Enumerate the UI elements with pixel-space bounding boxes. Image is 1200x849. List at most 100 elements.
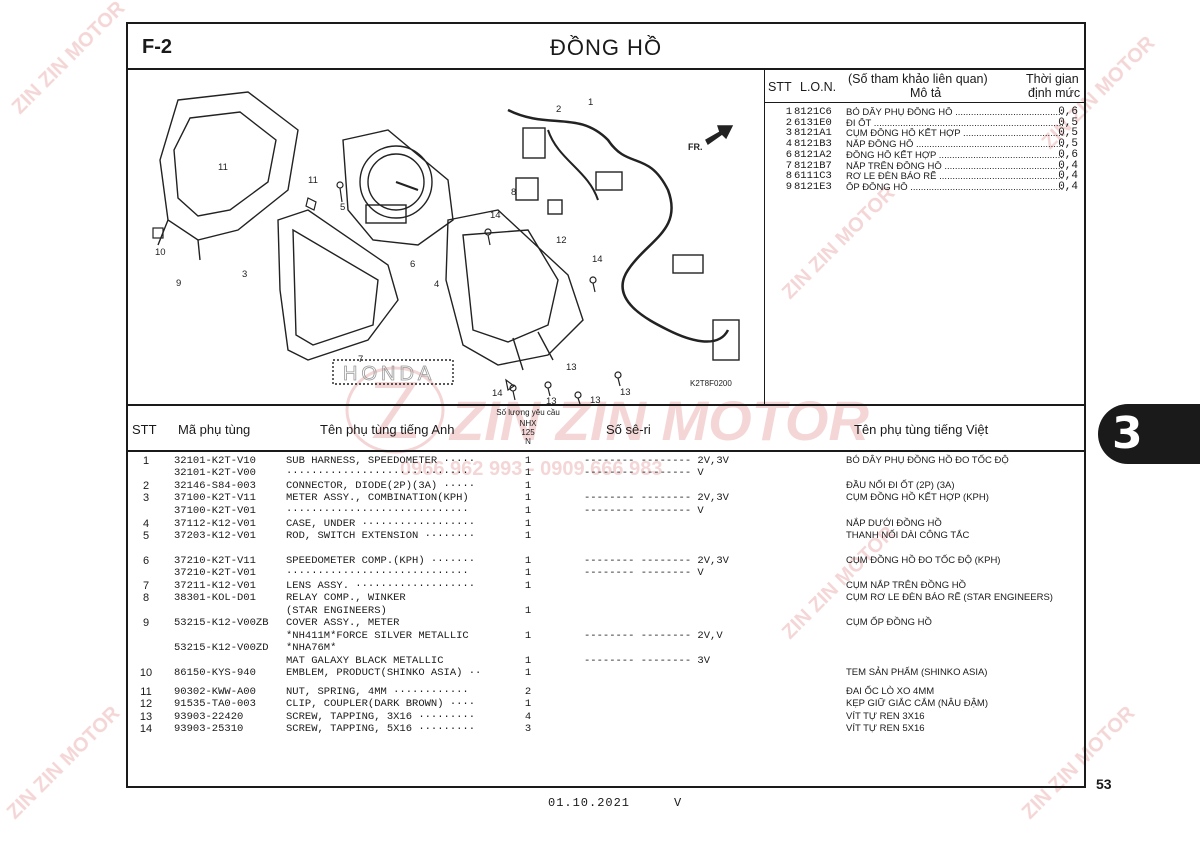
cell-stt: 9: [142, 617, 150, 629]
labor-reference-table: STT L.O.N. (Số tham khảo liên quan) Mô t…: [764, 70, 1084, 404]
cell-name-vn: CỤM NẮP TRÊN ĐỒNG HỒ: [846, 580, 966, 591]
cell-part-no: 91535-TA0-003: [174, 698, 256, 710]
col-header-serial: Số sê-ri: [606, 422, 651, 437]
cell-name-en: CONNECTOR, DIODE(2P)(3A) ·····: [286, 480, 476, 492]
ref-stt: 3: [785, 127, 792, 140]
cell-stt: 2: [142, 480, 150, 492]
under-case-drawing: [445, 209, 584, 371]
cell-qty: 1: [524, 580, 532, 592]
table-row: 3 37100-K2T-V11 METER ASSY., COMBINATION(K…: [128, 492, 1084, 504]
callout-7: 7: [358, 354, 363, 365]
speedometer-drawing: [342, 129, 454, 246]
ref-time: 0,5: [1058, 116, 1078, 129]
diagram-drawing: 1 2 3 4 5 6 7 8 9 10 11 11 12 13 13 13 1…: [152, 91, 740, 407]
ref-header-lon: L.O.N.: [800, 80, 837, 94]
cell-name-en: LENS ASSY. ···················: [286, 580, 476, 592]
footer-date-text: 01.10.2021: [548, 796, 631, 810]
cell-name-en: MAT GALAXY BLACK METALLIC: [286, 655, 444, 667]
cell-part-no: 37100-K2T-V11: [174, 492, 256, 504]
cell-stt: 4: [142, 518, 150, 530]
fasteners-drawing: [152, 181, 622, 405]
cell-name-vn: CỤM RƠ LE ĐÈN BÁO RẼ (STAR ENGINEERS): [846, 592, 1053, 603]
cell-stt: 10: [139, 667, 153, 679]
cell-part-no: 37210-K2T-V11: [174, 555, 256, 567]
ref-stt: 4: [785, 138, 792, 151]
col-header-qty-3: 125: [521, 428, 535, 437]
footer-mark: V: [674, 796, 683, 810]
cell-name-en: ROD, SWITCH EXTENSION ········: [286, 530, 476, 542]
col-header-name-vn: Tên phụ tùng tiếng Việt: [854, 422, 989, 437]
callout-13a: 13: [566, 362, 577, 373]
exploded-diagram: 1 2 3 4 5 6 7 8 9 10 11 11 12 13 13 13 1…: [128, 70, 764, 407]
front-arrow-drawing: [705, 125, 734, 146]
cell-name-en: SPEEDOMETER COMP.(KPH) ·······: [286, 555, 476, 567]
cell-part-no: 93903-22420: [174, 711, 244, 723]
ref-header-time-1: Thời gian: [1026, 72, 1079, 86]
ref-time: 0,4: [1058, 180, 1078, 193]
footer-date: 01.10.2021 V: [548, 796, 682, 810]
cell-qty: 1: [524, 467, 532, 479]
cell-part-no: 90302-KWW-A00: [174, 686, 256, 698]
cell-qty: 2: [524, 686, 532, 698]
callout-13c: 13: [590, 395, 601, 404]
page-frame: F-2 ĐỒNG HỒ: [126, 22, 1086, 788]
cell-name-en: ·····························: [286, 467, 469, 479]
ref-lon: 6111C3: [794, 170, 832, 183]
cell-stt: 3: [142, 492, 150, 504]
cell-part-no: 32101-K2T-V00: [174, 467, 256, 479]
cell-name-en: ·····························: [286, 505, 469, 517]
wire-harness-drawing: [507, 108, 740, 361]
callout-3: 3: [242, 269, 247, 280]
callout-5: 5: [340, 202, 345, 213]
ref-desc: ĐI ỐT: [846, 118, 1064, 129]
col-header-qty-1: Số lượng yêu cầu: [496, 408, 560, 417]
cell-name-vn: VÍT TỰ REN 5X16: [846, 723, 925, 734]
cell-qty: 1: [524, 605, 532, 617]
ref-desc: NẮP TRÊN ĐỒNG HỒ: [846, 161, 1064, 172]
callout-13d: 13: [620, 387, 631, 398]
cell-serial: -------- -------- V: [584, 505, 704, 517]
cell-name-en: CASE, UNDER ··················: [286, 518, 476, 530]
cell-name-vn: ĐAI ỐC LÒ XO 4MM: [846, 686, 935, 697]
ref-desc: RƠ LE ĐÈN BÁO RẼ: [846, 171, 1064, 182]
callout-12: 12: [556, 235, 567, 246]
ref-lon: 8121A1: [794, 127, 832, 140]
col-header-part-no: Mã phụ tùng: [178, 422, 251, 437]
table-row: 2 32146-S84-003 CONNECTOR, DIODE(2P)(3A) ·…: [128, 480, 1084, 492]
cell-name-en: (STAR ENGINEERS): [286, 605, 387, 617]
ref-header-desc-2: Mô tả: [910, 86, 942, 100]
cell-name-en: EMBLEM, PRODUCT(SHINKO ASIA) ··: [286, 667, 482, 679]
cell-name-vn: CỤM ĐỒNG HỒ KẾT HỢP (KPH): [846, 492, 989, 503]
cell-name-vn: TEM SẢN PHẨM (SHINKO ASIA): [846, 667, 988, 678]
ref-stt: 7: [785, 159, 792, 172]
cell-part-no: 53215-K12-V00ZB: [174, 617, 269, 629]
cell-qty: 3: [524, 723, 532, 735]
cell-qty: 1: [524, 667, 532, 679]
table-row: 37210-K2T-V01···························…: [128, 567, 1084, 579]
callout-14c: 14: [492, 388, 503, 399]
watermark-text-bottomleft: ZIN ZIN MOTOR: [3, 702, 125, 824]
diagram-table-divider: [128, 404, 1084, 406]
table-row: 6 37210-K2T-V11 SPEEDOMETER COMP.(KPH) ···…: [128, 555, 1084, 567]
cell-name-en: SUB HARNESS, SPEEDOMETER ·····: [286, 455, 476, 467]
cell-name-vn: BÓ DÂY PHỤ ĐỒNG HỒ ĐO TỐC ĐỘ: [846, 455, 1009, 466]
cell-serial: -------- -------- 2V,3V: [584, 492, 729, 504]
table-row: 37100-K2T-V01···························…: [128, 505, 1084, 517]
callout-1: 1: [588, 97, 593, 108]
ref-time: 0,5: [1058, 127, 1078, 140]
cell-qty: 1: [524, 492, 532, 504]
cell-name-en: METER ASSY., COMBINATION(KPH): [286, 492, 469, 504]
callout-13b: 13: [546, 396, 557, 404]
cell-stt: 6: [142, 555, 150, 567]
cell-part-no: 32146-S84-003: [174, 480, 256, 492]
section-title: ĐỒNG HỒ: [549, 35, 663, 60]
